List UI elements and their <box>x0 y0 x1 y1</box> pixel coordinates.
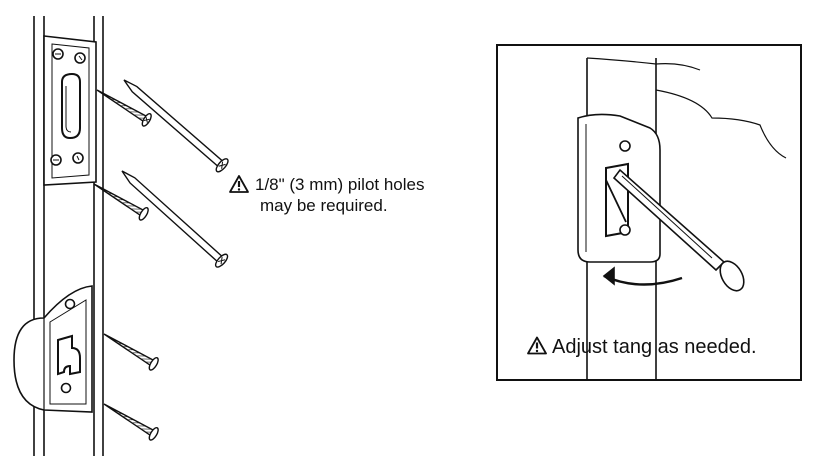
warning-triangle-icon <box>527 336 547 355</box>
pilot-holes-text-1: 1/8" (3 mm) pilot holes <box>255 175 425 194</box>
adjust-tang-text: Adjust tang as needed. <box>552 336 757 358</box>
wood-screws <box>93 89 159 441</box>
detail-inset <box>496 44 802 381</box>
warning-triangle-icon <box>229 175 249 193</box>
pilot-holes-text-2: may be required. <box>260 196 388 215</box>
wood-screw <box>96 89 152 127</box>
strike-plate <box>43 35 97 186</box>
latch-plate <box>13 285 93 413</box>
pilot-holes-note-line1: 1/8" (3 mm) pilot holes <box>229 174 425 195</box>
long-screw <box>121 170 229 268</box>
long-screw <box>123 79 229 173</box>
adjust-tang-note: Adjust tang as needed. <box>527 335 757 359</box>
wood-screw <box>93 183 149 221</box>
pilot-holes-note: 1/8" (3 mm) pilot holes may be required. <box>229 174 425 216</box>
long-screws <box>121 79 229 268</box>
warning-triangle-icon-spacer <box>229 174 249 192</box>
wood-screw <box>103 333 159 371</box>
wood-screw <box>103 403 159 441</box>
